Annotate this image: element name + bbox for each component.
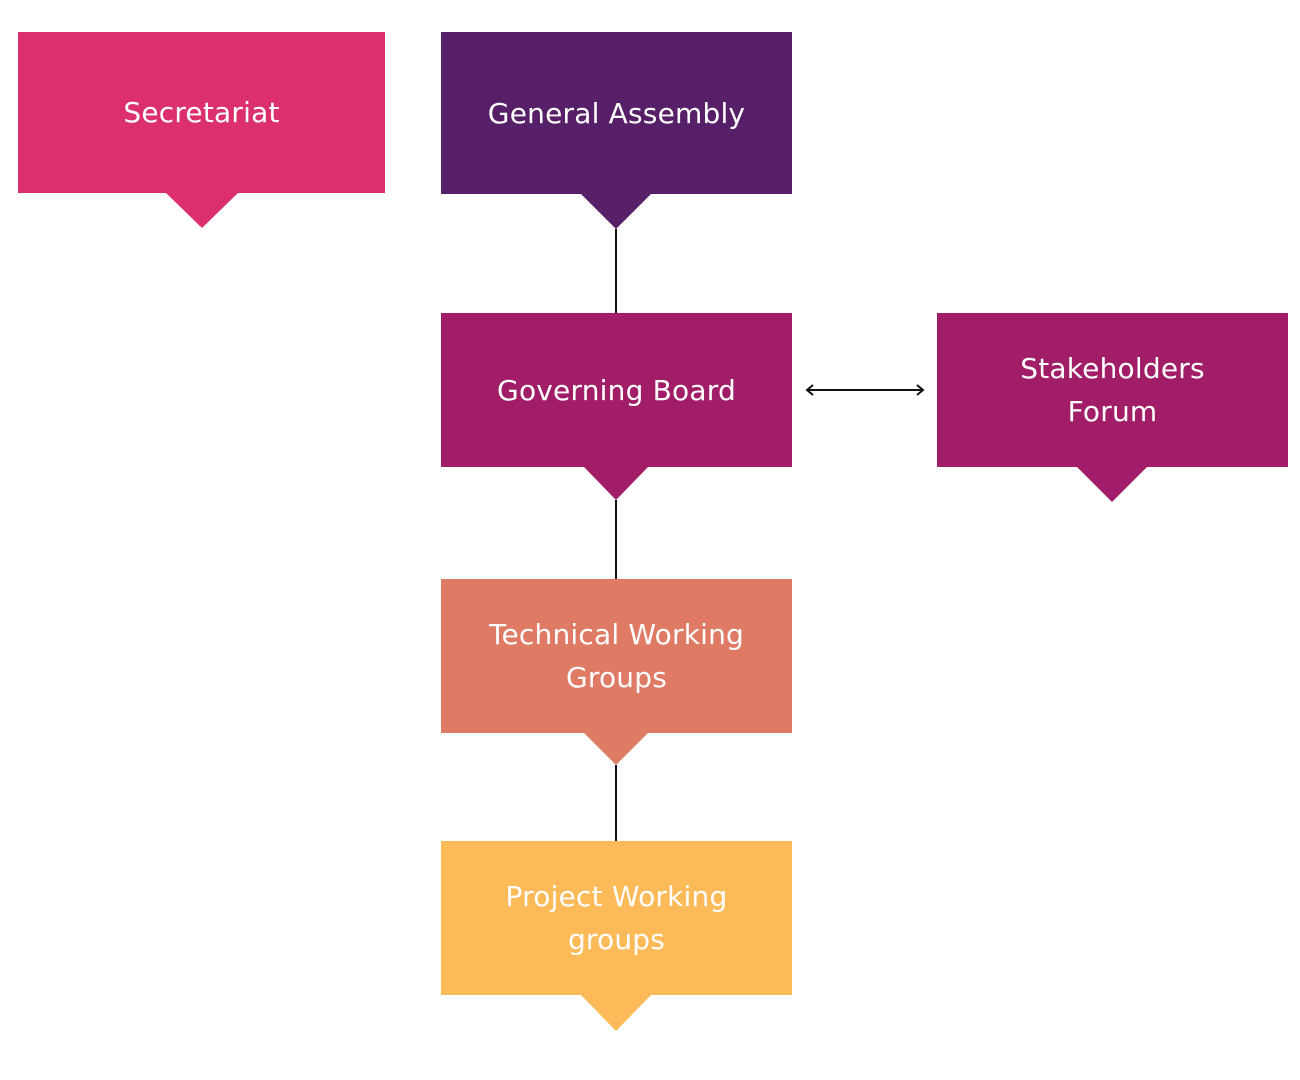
project-working-groups-pointer (581, 995, 651, 1031)
secretariat-box: Secretariat (18, 32, 385, 193)
governing-board-pointer (584, 467, 648, 500)
double-arrow-board-forum (805, 384, 925, 396)
general-assembly-pointer (581, 194, 651, 229)
connector-board-to-technical (615, 500, 617, 579)
stakeholders-forum-label: Stakeholders Forum (1020, 352, 1205, 428)
connector-assembly-to-board (615, 229, 617, 313)
governing-board-box: Governing Board (441, 313, 792, 467)
secretariat-pointer (166, 193, 238, 228)
technical-working-groups-pointer (584, 733, 648, 765)
stakeholders-forum-box: Stakeholders Forum (937, 313, 1288, 467)
general-assembly-label: General Assembly (487, 96, 746, 130)
stakeholders-forum-pointer (1077, 467, 1147, 502)
connector-technical-to-project (615, 765, 617, 841)
project-working-groups-box: Project Working groups (441, 841, 792, 995)
general-assembly-box: General Assembly (441, 32, 792, 194)
governing-board-label: Governing Board (497, 373, 736, 407)
secretariat-label: Secretariat (123, 96, 280, 129)
project-working-groups-label: Project Working groups (505, 880, 728, 956)
technical-working-groups-box: Technical Working Groups (441, 579, 792, 733)
technical-working-groups-label: Technical Working Groups (488, 618, 745, 694)
